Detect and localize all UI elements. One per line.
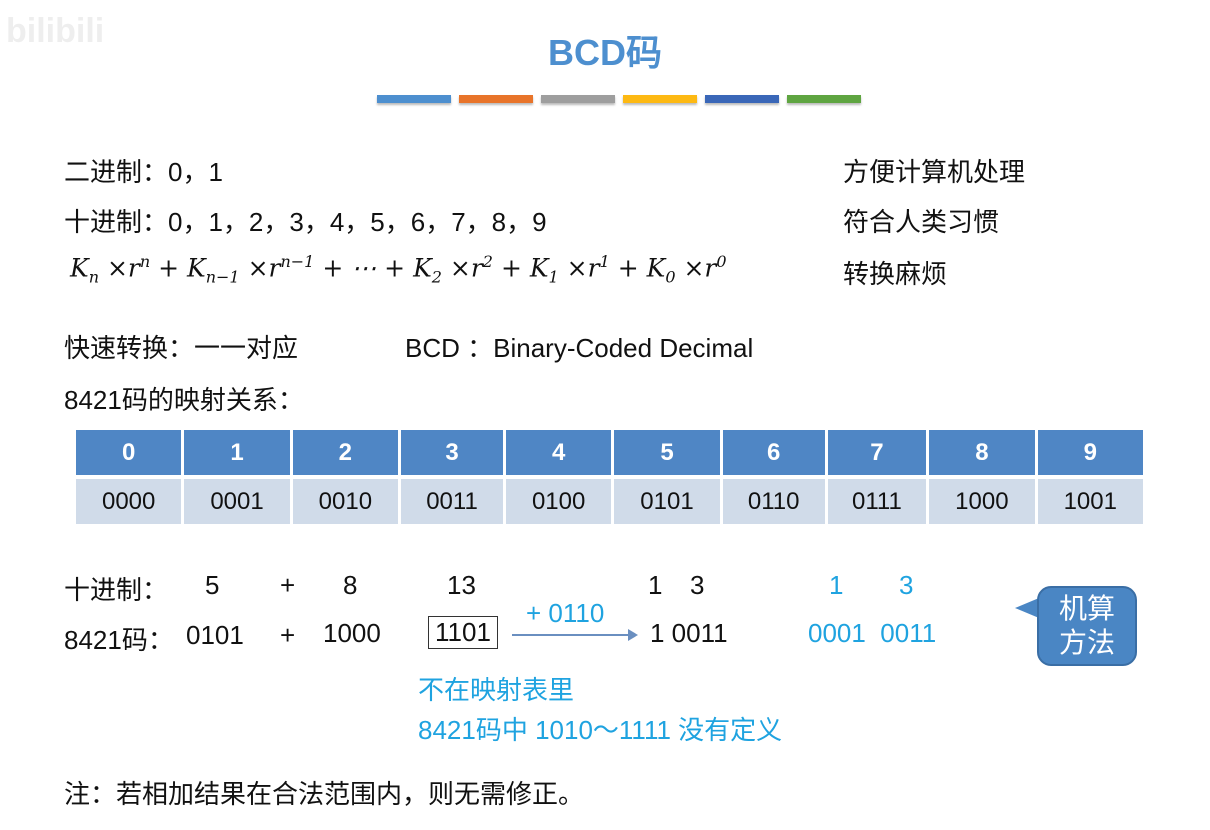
note-not-in-table: 不在映射表里 [418,675,575,705]
table-cell: 3 [401,430,503,475]
color-bar [623,95,697,103]
table-cell: 5 [614,430,720,475]
decimal-note: 符合人类习惯 [843,207,1000,237]
table-cell: 9 [1037,430,1143,475]
color-bars [377,95,861,103]
example-value: 8 [343,570,358,600]
mapping-heading: 8421码的映射关系： [64,385,304,415]
quick-line: 快速转换：一一对应 [64,333,299,363]
bcd-value: 1000 [323,618,381,648]
correction-label: + 0110 [526,598,605,628]
table-cell: 0110 [722,479,825,524]
color-bar [787,95,861,103]
table-cell: 1000 [929,479,1035,524]
example-decimal-label: 十进制： [64,575,169,605]
expansion-formula: Kn ×rn + Kn−1 ×rn−1 + ⋯ + K2 ×r2 + K1 ×r… [70,252,727,287]
callout-tail [1015,598,1039,618]
table-cell: 0100 [505,479,612,524]
example-sum: 13 [447,570,476,600]
decimal-line: 十进制：0，1，2，3，4，5，6，7，8，9 [64,207,547,237]
example-value: 5 [205,570,220,600]
corrected-digit: 1 [829,570,844,600]
callout-text: 机算 [1058,593,1115,624]
callout-bubble: 机算方法 [1037,586,1137,666]
binary-note: 方便计算机处理 [843,157,1026,187]
color-bar [705,95,779,103]
arrow-head-icon [628,629,638,641]
slide-title: BCD码 [548,32,662,73]
callout-text: 方法 [1058,627,1115,658]
corrected-result: 0001 0011 [808,618,937,648]
arrow-icon [512,634,630,636]
binary-line: 二进制：0，1 [64,157,223,187]
color-bar [459,95,533,103]
plus-sign: + [280,570,296,600]
result-digit: 3 [690,570,705,600]
example-bcd-label: 8421码： [64,625,174,655]
table-cell: 4 [505,430,612,475]
invalid-sum-box: 1101 [428,616,498,649]
table-cell: 2 [292,430,399,475]
result-digit: 1 [648,570,663,600]
color-bar [377,95,451,103]
watermark-logo: bilibili [6,12,105,50]
formula-note: 转换麻烦 [843,259,948,289]
footnote: 注：若相加结果在合法范围内，则无需修正。 [64,779,585,809]
bcd-definition: BCD ：Binary-Coded Decimal [405,333,754,363]
table-cell: 0011 [401,479,503,524]
table-cell: 0 [76,430,182,475]
table-cell: 8 [929,430,1035,475]
raw-result: 1 0011 [650,618,728,648]
table-cell: 1001 [1037,479,1143,524]
bcd-value: 0101 [186,620,244,650]
note-undefined-range: 8421码中 1010～1111 没有定义 [418,715,783,745]
table-cell: 0101 [614,479,720,524]
table-cell: 0000 [76,479,182,524]
table-cell: 0001 [184,479,290,524]
table-cell: 1 [184,430,290,475]
corrected-digit: 3 [899,570,914,600]
table-cell: 0111 [827,479,927,524]
color-bar [541,95,615,103]
table-cell: 6 [722,430,825,475]
table-cell: 0010 [292,479,399,524]
table-cell: 7 [827,430,927,475]
plus-sign: + [280,620,296,650]
